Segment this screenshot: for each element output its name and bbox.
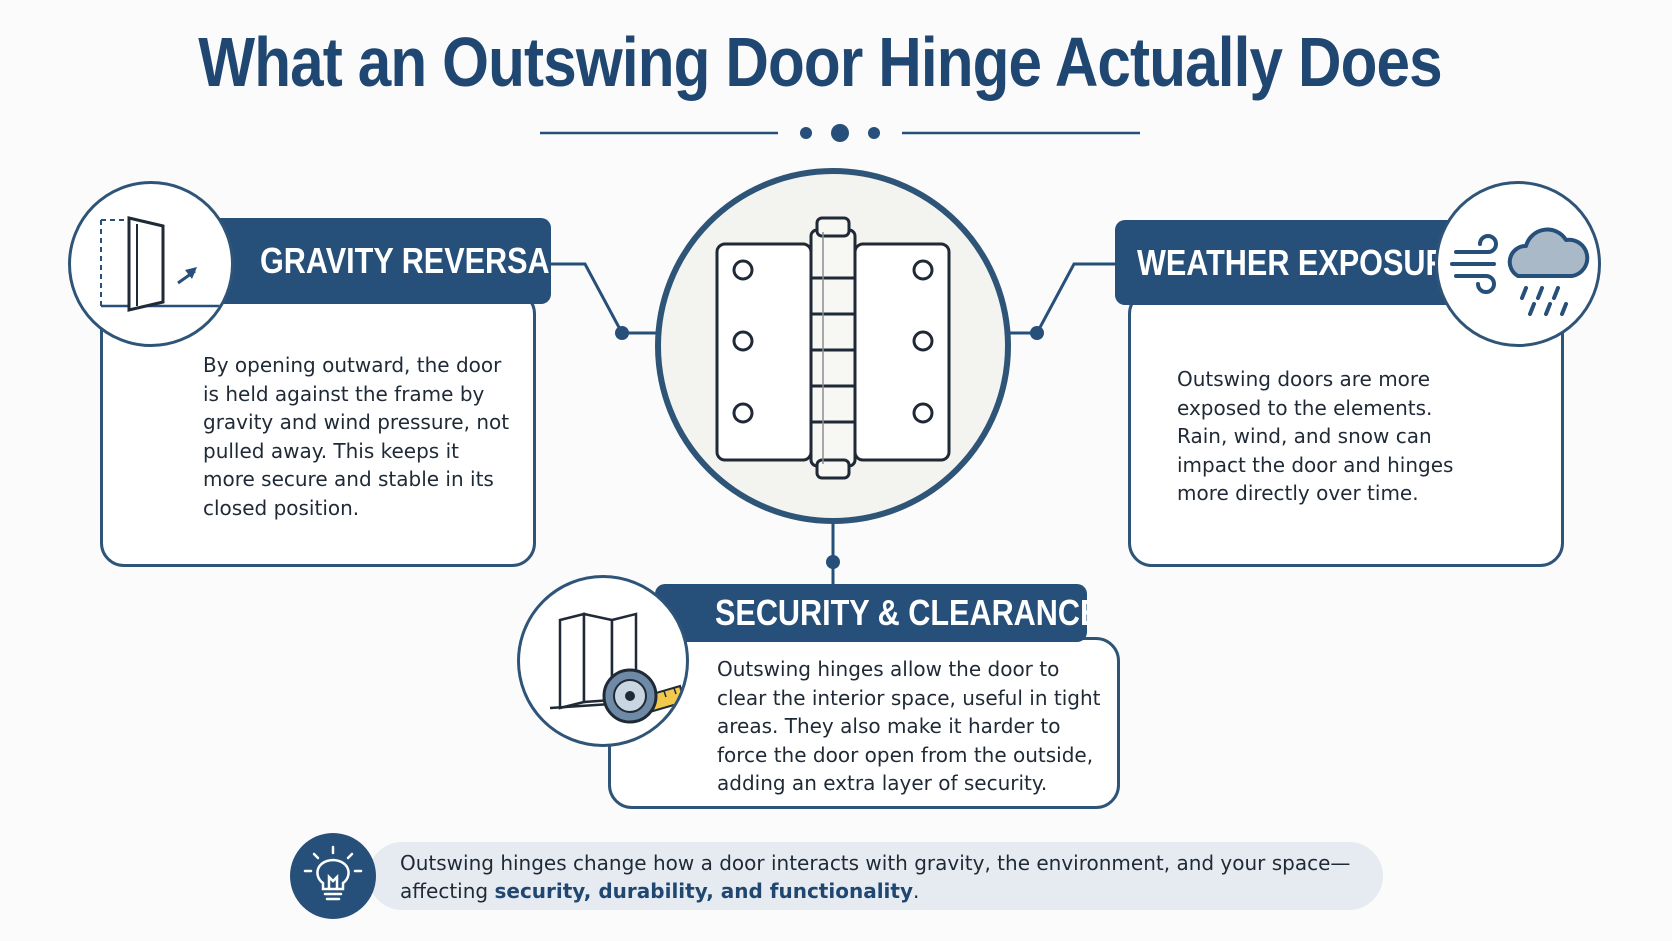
summary-main-text: Outswing hinges change how a door intera… (400, 851, 1351, 903)
weather-exposure-description: Outswing doors are more exposed to the e… (1177, 367, 1454, 505)
title-divider (540, 124, 1140, 142)
security-clearance-banner: SECURITY & CLEARANCE (655, 584, 1087, 642)
summary-emphasis: security, durability, and functionality (494, 879, 914, 903)
gravity-reversal-banner: GRAVITY REVERSAL (175, 218, 551, 304)
summary-text: Outswing hinges change how a door intera… (400, 849, 1360, 905)
security-clearance-card (608, 637, 1120, 809)
gravity-reversal-title: GRAVITY REVERSAL (260, 240, 551, 281)
page-title: What an Outswing Door Hinge Actually Doe… (198, 23, 1442, 101)
door-tape-measure-icon (517, 575, 689, 747)
summary-end: . (913, 879, 920, 903)
summary-bar (368, 842, 1383, 910)
security-clearance-title: SECURITY & CLEARANCE (715, 592, 1087, 633)
gravity-reversal-description: By opening outward, the door is held aga… (203, 353, 510, 520)
weather-exposure-banner: WEATHER EXPOSURE (1115, 220, 1495, 305)
outswing-door-icon (68, 181, 234, 347)
door-hinge-icon (655, 168, 1011, 524)
security-clearance-description: Outswing hinges allow the door to clear … (717, 657, 1101, 795)
weather-exposure-title: WEATHER EXPOSURE (1137, 241, 1468, 283)
lightbulb-icon (290, 833, 376, 919)
wind-rain-cloud-icon (1435, 181, 1601, 347)
